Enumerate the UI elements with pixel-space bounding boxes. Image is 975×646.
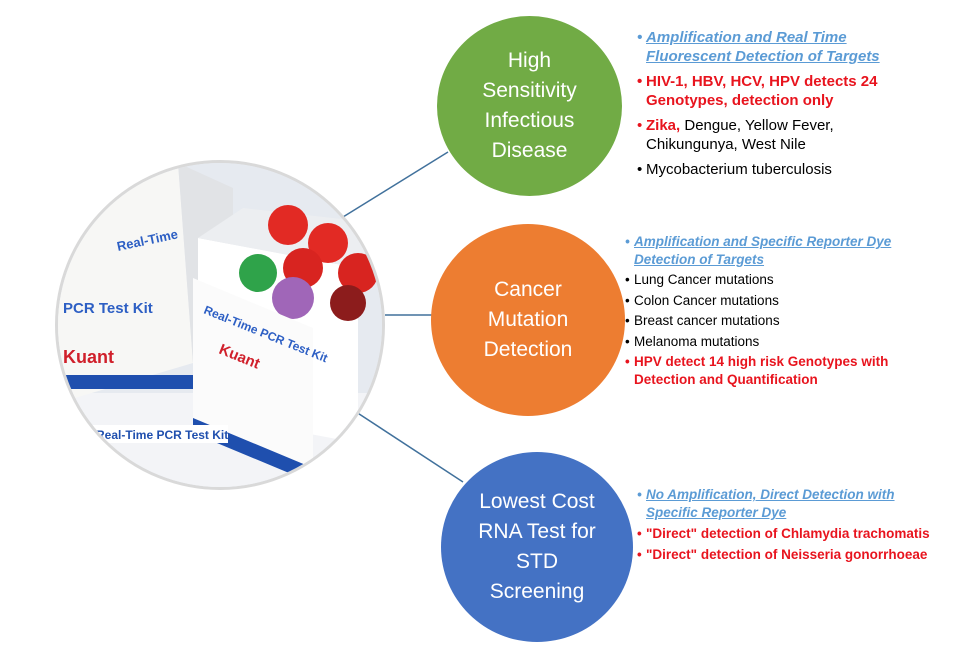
list-item: Lung Cancer mutations	[625, 271, 925, 289]
highlight-zika: Zika,	[646, 117, 681, 134]
title-line: Screening	[489, 580, 585, 603]
title-line: Mutation	[487, 308, 569, 331]
std-screening-list: No Amplification, Direct Detection with …	[637, 486, 937, 567]
product-photo: K Real-Time PCR Test Kit Kuant Real-Time…	[55, 160, 385, 490]
cancer-mutation-list: Amplification and Specific Reporter Dye …	[625, 233, 925, 391]
category-std-screening-title: Lowest Cost RNA Test for STD Screening	[478, 487, 596, 607]
list-item-text: Dengue, Yellow Fever, Chikungunya, West …	[646, 117, 834, 153]
list-item: Melanoma mutations	[625, 333, 925, 351]
list-item: Mycobacterium tuberculosis	[637, 160, 927, 179]
category-infectious-disease: High Sensitivity Infectious Disease	[437, 16, 622, 196]
photo-bottom-label: -1 Real-Time PCR Test Kit	[82, 428, 228, 442]
title-line: Disease	[491, 139, 568, 162]
title-line: Cancer	[494, 278, 562, 301]
list-item: HPV detect 14 high risk Genotypes with D…	[625, 353, 925, 388]
title-line: Sensitivity	[482, 79, 577, 102]
list-item: No Amplification, Direct Detection with …	[637, 486, 937, 522]
photo-corner-letter: K	[67, 203, 82, 222]
title-line: STD	[516, 550, 558, 573]
list-item: Colon Cancer mutations	[625, 292, 925, 310]
title-line: High	[507, 49, 552, 72]
category-cancer-mutation-title: Cancer Mutation Detection	[484, 275, 573, 365]
category-std-screening: Lowest Cost RNA Test for STD Screening	[441, 452, 633, 642]
title-line: Detection	[483, 338, 573, 361]
photo-box-label-2: PCR Test Kit	[63, 300, 153, 317]
list-item: "Direct" detection of Chlamydia trachoma…	[637, 525, 937, 543]
list-item: HIV-1, HBV, HCV, HPV detects 24 Genotype…	[637, 72, 927, 110]
list-item: Amplification and Specific Reporter Dye …	[625, 233, 925, 268]
list-item: Breast cancer mutations	[625, 312, 925, 330]
title-line: Infectious	[484, 109, 575, 132]
infectious-disease-list: Amplification and Real Time Fluorescent …	[637, 28, 927, 185]
category-infectious-disease-title: High Sensitivity Infectious Disease	[482, 46, 577, 166]
title-line: Lowest Cost	[479, 490, 595, 513]
photo-brand: Kuant	[63, 347, 114, 367]
list-item: Zika, Dengue, Yellow Fever, Chikungunya,…	[637, 116, 927, 154]
pcr-kit-illustration: K Real-Time PCR Test Kit Kuant Real-Time…	[58, 163, 382, 487]
category-cancer-mutation: Cancer Mutation Detection	[431, 224, 625, 416]
list-item: Amplification and Real Time Fluorescent …	[637, 28, 927, 66]
title-line: RNA Test for	[478, 520, 596, 543]
list-item: "Direct" detection of Neisseria gonorrho…	[637, 546, 937, 564]
